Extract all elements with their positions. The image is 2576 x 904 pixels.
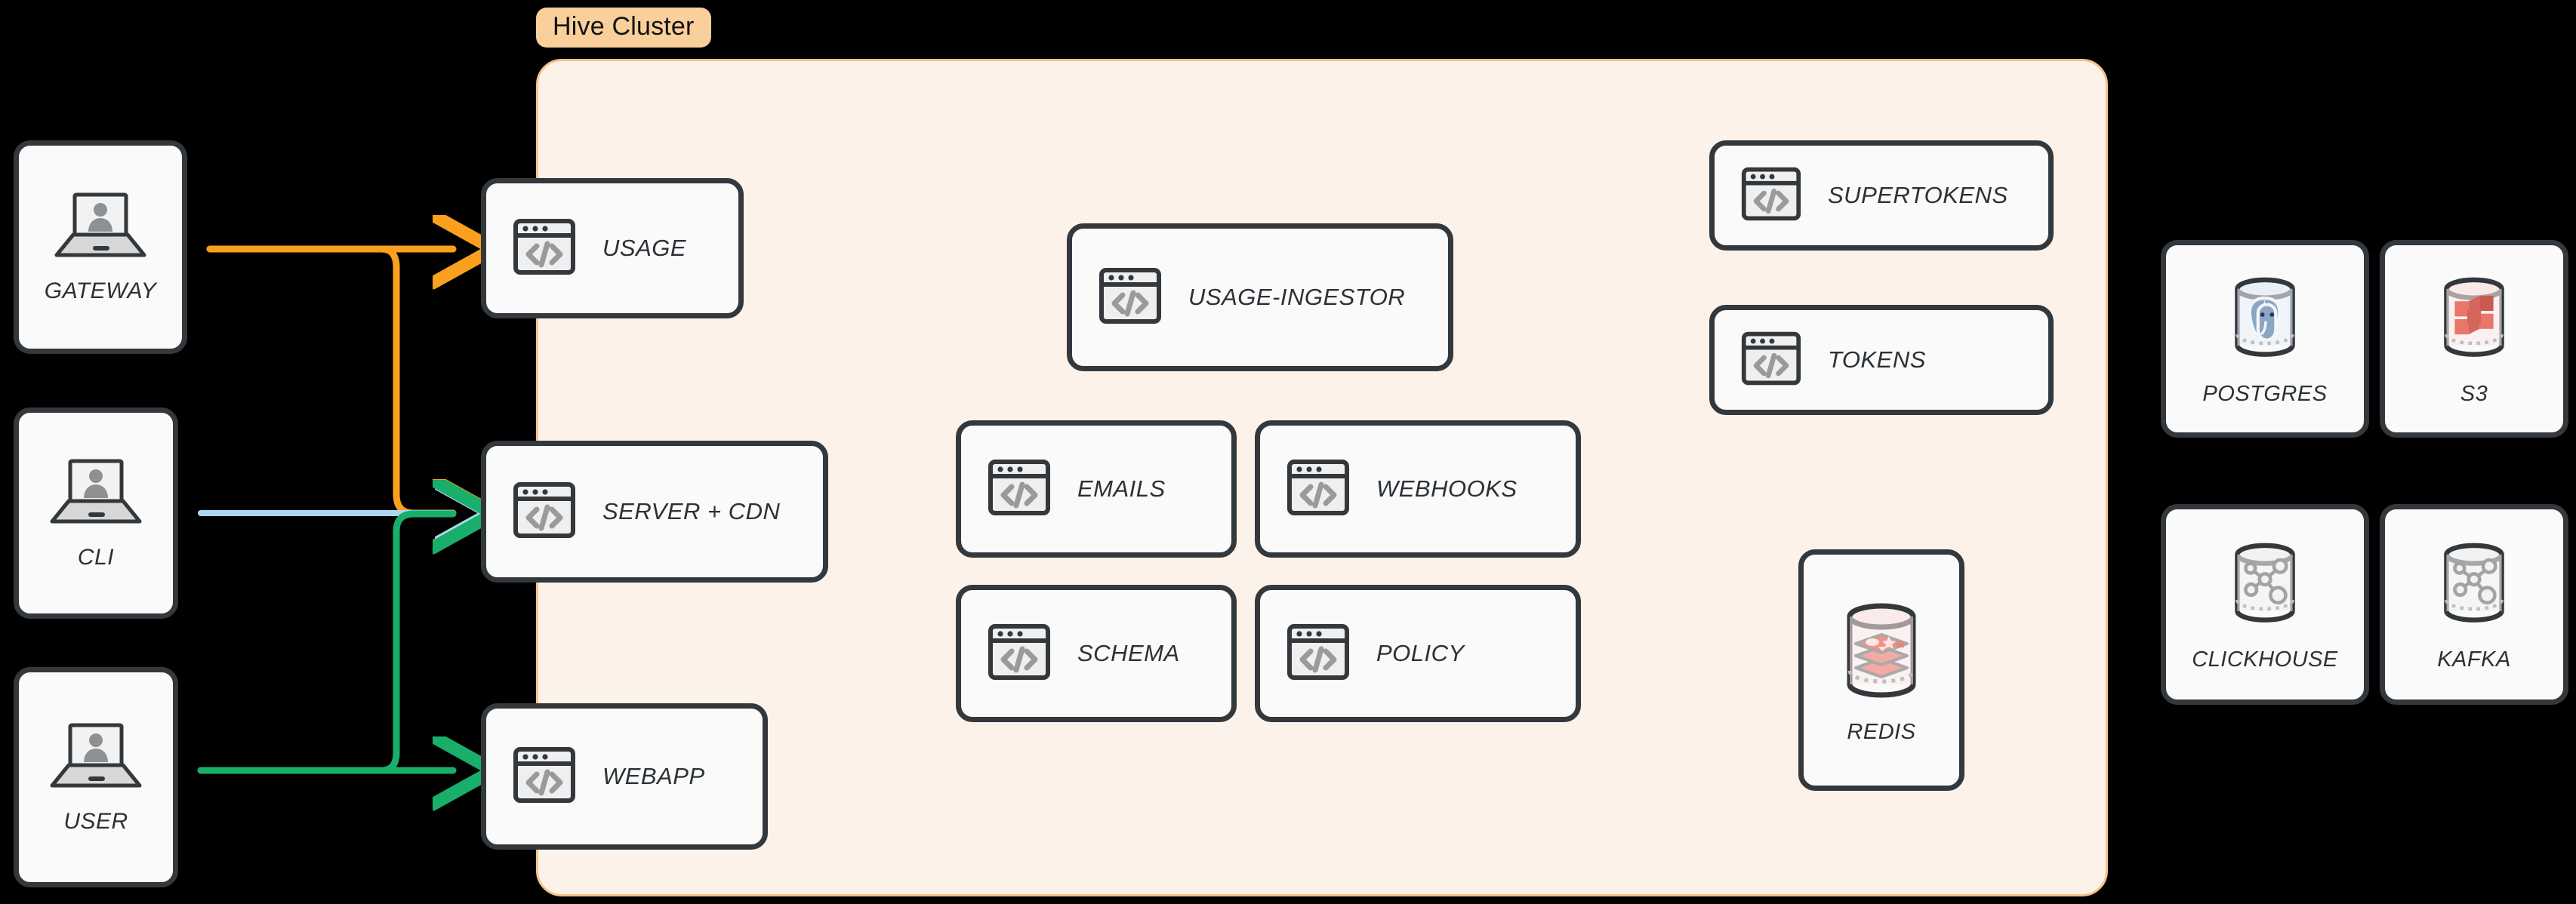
service-label-webapp: WEBAPP: [602, 763, 705, 789]
laptop-user-icon: [46, 457, 146, 533]
datastore-label-s3: S3: [2460, 382, 2488, 406]
client-label-cli: CLI: [77, 544, 115, 570]
service-label-emails: EMAILS: [1077, 475, 1166, 502]
service-label-schema: SCHEMA: [1077, 640, 1180, 666]
code-window-icon: [987, 455, 1052, 524]
service-label-supertokens: SUPERTOKENS: [1828, 182, 2008, 208]
service-node-webapp[interactable]: WEBAPP: [481, 703, 768, 850]
service-label-tokens: TOKENS: [1828, 346, 1926, 373]
hive-cluster-label-text: Hive Cluster: [553, 12, 695, 41]
client-label-gateway: GATEWAY: [44, 278, 157, 303]
code-window-icon: [512, 478, 577, 546]
service-node-emails[interactable]: EMAILS: [956, 420, 1237, 558]
wire-user-server: [197, 514, 453, 774]
service-node-usage[interactable]: USAGE: [481, 178, 744, 318]
laptop-user-icon: [51, 190, 150, 266]
s3-database-icon: [2427, 271, 2521, 371]
service-node-policy[interactable]: POLICY: [1255, 585, 1581, 722]
service-node-tokens[interactable]: TOKENS: [1709, 305, 2054, 415]
laptop-user-icon: [46, 721, 146, 797]
service-label-policy: POLICY: [1376, 640, 1465, 666]
code-window-icon: [987, 620, 1052, 688]
code-window-icon: [1286, 620, 1351, 688]
service-node-usage-ingestor[interactable]: USAGE-INGESTOR: [1067, 223, 1453, 371]
service-label-webhooks: WEBHOOKS: [1376, 475, 1518, 502]
hive-cluster-label: Hive Cluster: [536, 8, 711, 48]
code-window-icon: [512, 214, 577, 283]
service-label-server-cdn: SERVER + CDN: [602, 498, 781, 524]
code-window-icon: [1740, 163, 1802, 229]
service-node-webhooks[interactable]: WEBHOOKS: [1255, 420, 1581, 558]
datastore-node-postgres[interactable]: POSTGRES: [2161, 240, 2369, 438]
code-window-icon: [1098, 263, 1163, 332]
wire-gateway-server: [206, 245, 453, 513]
datastore-node-s3[interactable]: S3: [2380, 240, 2568, 438]
service-label-usage: USAGE: [602, 235, 687, 261]
datastore-node-kafka[interactable]: KAFKA: [2380, 504, 2568, 705]
service-node-schema[interactable]: SCHEMA: [956, 585, 1237, 722]
client-node-user[interactable]: USER: [14, 667, 178, 887]
client-node-gateway[interactable]: GATEWAY: [14, 140, 187, 354]
code-window-icon: [512, 743, 577, 811]
redis-database-icon: [1832, 595, 1931, 709]
datastore-label-postgres: POSTGRES: [2202, 382, 2328, 406]
service-node-supertokens[interactable]: SUPERTOKENS: [1709, 140, 2054, 251]
datastore-label-redis: REDIS: [1847, 720, 1916, 744]
postgres-database-icon: [2218, 271, 2312, 371]
datastore-node-clickhouse[interactable]: CLICKHOUSE: [2161, 504, 2369, 705]
code-window-icon: [1740, 327, 1802, 393]
datastore-label-clickhouse: CLICKHOUSE: [2192, 647, 2338, 672]
client-label-user: USER: [63, 808, 128, 834]
service-label-usage-ingestor: USAGE-INGESTOR: [1188, 284, 1406, 310]
client-node-cli[interactable]: CLI: [14, 407, 178, 619]
service-node-server-cdn[interactable]: SERVER + CDN: [481, 441, 828, 583]
datastore-label-kafka: KAFKA: [2437, 647, 2511, 672]
network-database-icon: [2427, 537, 2521, 637]
code-window-icon: [1286, 455, 1351, 524]
datastore-node-redis[interactable]: REDIS: [1798, 549, 1964, 791]
network-database-icon: [2218, 537, 2312, 637]
